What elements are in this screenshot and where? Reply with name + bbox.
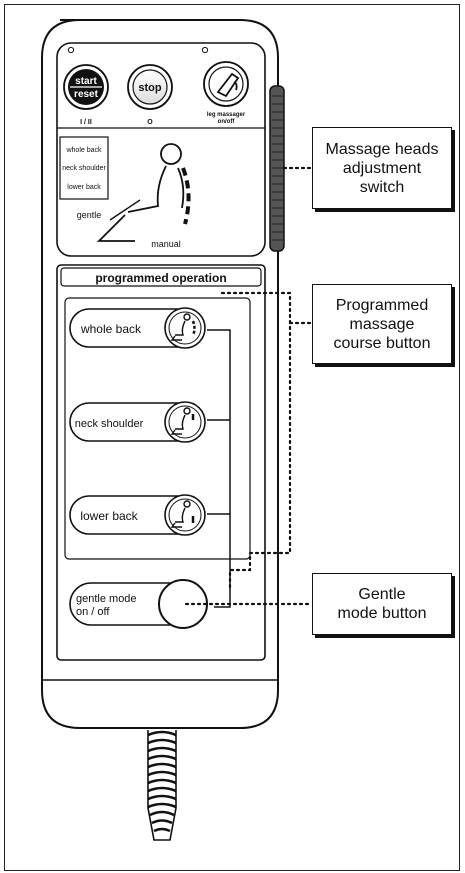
whole-back-button[interactable]: whole back (69, 307, 206, 349)
lower-back-label: lower back (80, 509, 138, 523)
gentle-mode-line1: gentle mode (76, 593, 137, 605)
reset-label: reset (74, 89, 99, 100)
leg-icon (216, 72, 240, 98)
neck-shoulder-button[interactable]: neck shoulder (69, 401, 206, 443)
leader-lines (184, 166, 314, 606)
heads-switch-callout: Massage heads adjustment switch (312, 127, 452, 209)
mode-neck-shoulder: neck shoulder (62, 165, 106, 172)
start-label: start (75, 76, 97, 87)
neck-shoulder-label: neck shoulder (75, 418, 144, 430)
gentle-mode-line2: on / off (76, 606, 110, 618)
leg-indicator-led (201, 46, 209, 54)
start-reset-button[interactable]: start reset (63, 64, 109, 110)
svg-text:programmed operation: programmed operation (95, 271, 226, 285)
mode-whole-back: whole back (65, 147, 102, 154)
gentle-mode-button[interactable]: gentle mode on / off (69, 579, 208, 629)
start-indicator-led (67, 46, 75, 54)
coiled-cable (147, 727, 177, 841)
seat-icon (170, 313, 196, 341)
seat-icon (170, 407, 195, 435)
seat-icon (170, 500, 195, 528)
mode-lower-back: lower back (67, 184, 101, 191)
programmed-operation-header: programmed operation (60, 267, 262, 287)
start-sub-label: I / II (80, 119, 92, 126)
gentle-label: gentle (77, 210, 102, 220)
leg-label-2: on/off (218, 119, 236, 125)
lower-back-button[interactable]: lower back (69, 494, 206, 536)
leg-label-1: leg massager (207, 112, 246, 118)
leg-massager-button[interactable] (203, 61, 249, 107)
seated-figure-icon (96, 143, 191, 242)
figure-frame (4, 4, 460, 871)
stop-label: stop (138, 82, 162, 94)
program-button-callout: Programmed massage course button (312, 284, 452, 364)
stop-sub-label: O (147, 119, 153, 126)
manual-label: manual (151, 239, 181, 249)
stop-button[interactable]: stop (127, 64, 173, 110)
mode-list: whole back neck shoulder lower back (59, 136, 109, 200)
whole-back-label: whole back (80, 322, 142, 336)
gentle-button-callout: Gentle mode button (312, 573, 452, 635)
